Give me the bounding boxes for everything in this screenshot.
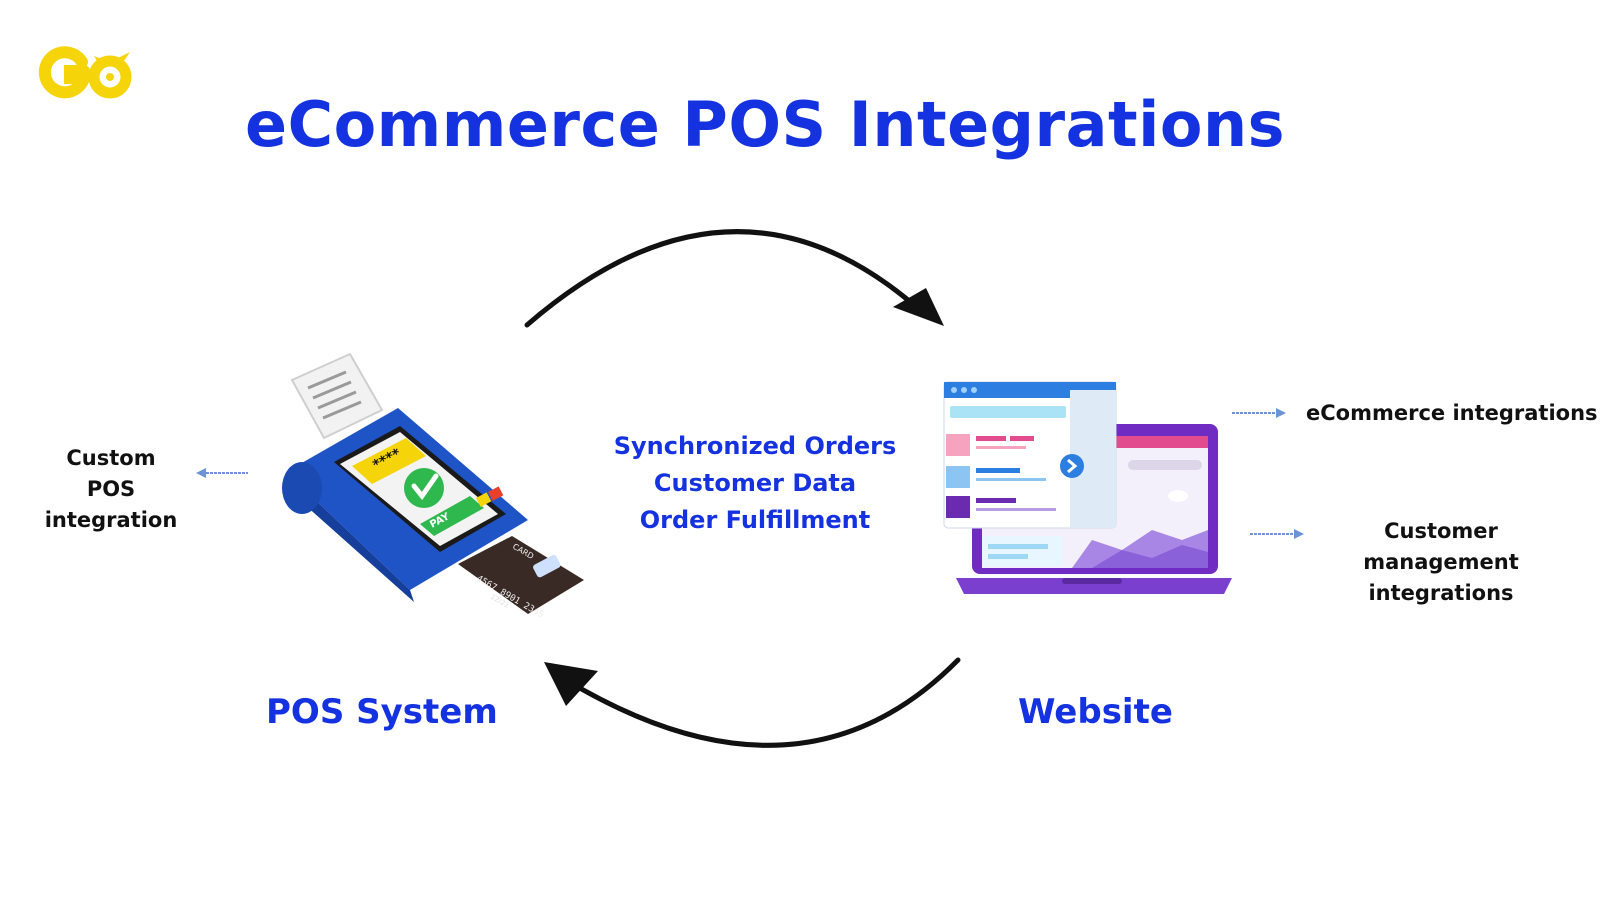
laptop-browser-icon [943, 381, 1232, 594]
arrow-right-icon [1232, 408, 1286, 418]
sync-flows: Synchronized Orders Customer Data Order … [600, 428, 910, 539]
pos-terminal-icon: **** PAY 4567 8901 2345 CARD 12/21 [282, 352, 584, 621]
go-logo [38, 46, 132, 99]
arrow-right-icon [1250, 529, 1304, 539]
ecommerce-integrations-label: eCommerce integrations [1306, 401, 1598, 425]
flow-label: Synchronized Orders [613, 432, 897, 460]
pos-system-label: POS System [266, 692, 498, 732]
website-label: Website [1018, 692, 1173, 732]
customer-management-integrations-label: Customer management integrations [1363, 519, 1519, 605]
page-title: eCommerce POS Integrations [245, 88, 1285, 161]
arrow-left-icon [196, 468, 248, 478]
flow-label: Order Fulfillment [639, 506, 871, 534]
flow-label: Customer Data [653, 469, 857, 497]
custom-pos-integration-label: Custom POS integration [44, 446, 178, 532]
